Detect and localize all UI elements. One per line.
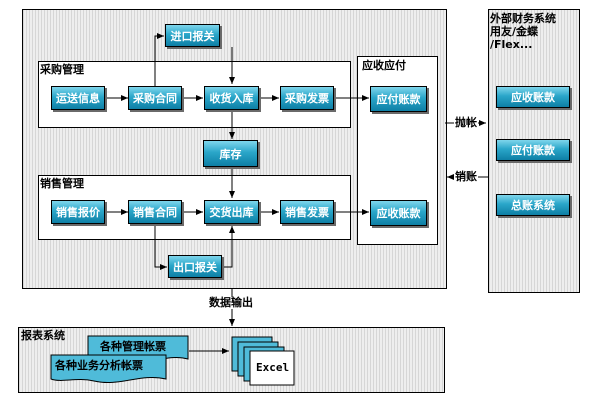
external-title-line2: 用友/金蝶 xyxy=(490,25,539,38)
shipping-info-box[interactable]: 运送信息 xyxy=(51,86,105,110)
business-reports-label: 各种业务分析帐票 xyxy=(55,359,143,372)
sales-quote-box[interactable]: 销售报价 xyxy=(51,200,105,224)
sales-invoice-box[interactable]: 销售发票 xyxy=(280,200,334,224)
external-title-line1: 外部财务系统 xyxy=(490,12,556,25)
export-customs-box[interactable]: 出口报关 xyxy=(168,255,222,278)
excel-stack-icon xyxy=(231,336,295,386)
management-reports-label: 各种管理帐票 xyxy=(100,340,166,353)
external-title-line3: /Flex... xyxy=(490,38,533,51)
report-system-title: 报表系统 xyxy=(21,329,65,342)
sales-contract-box[interactable]: 销售合同 xyxy=(128,200,182,224)
sales-management-title: 销售管理 xyxy=(40,177,84,190)
goods-receipt-box[interactable]: 收货入库 xyxy=(204,86,259,110)
data-output-label: 数据输出 xyxy=(207,296,255,309)
general-ledger-box[interactable]: 总账系统 xyxy=(496,194,570,216)
import-customs-box[interactable]: 进口报关 xyxy=(165,24,220,47)
accounts-payable-box[interactable]: 应付账款 xyxy=(370,86,427,112)
external-accounts-receivable-box[interactable]: 应收账款 xyxy=(496,86,570,108)
purchase-management-title: 采购管理 xyxy=(40,63,84,76)
throw-label: 抛帐 xyxy=(454,116,478,129)
inventory-box[interactable]: 库存 xyxy=(203,140,258,167)
write-off-label: 销账 xyxy=(454,170,478,183)
external-accounts-payable-box[interactable]: 应付账款 xyxy=(496,139,570,161)
excel-label: Excel xyxy=(256,361,290,374)
ar-ap-title: 应收应付 xyxy=(362,59,406,72)
report-documents-icon xyxy=(50,335,189,383)
purchase-contract-box[interactable]: 采购合同 xyxy=(128,86,182,110)
purchase-invoice-box[interactable]: 采购发票 xyxy=(280,86,334,110)
accounts-receivable-box[interactable]: 应收账款 xyxy=(370,200,427,226)
goods-delivery-box[interactable]: 交货出库 xyxy=(204,200,259,224)
